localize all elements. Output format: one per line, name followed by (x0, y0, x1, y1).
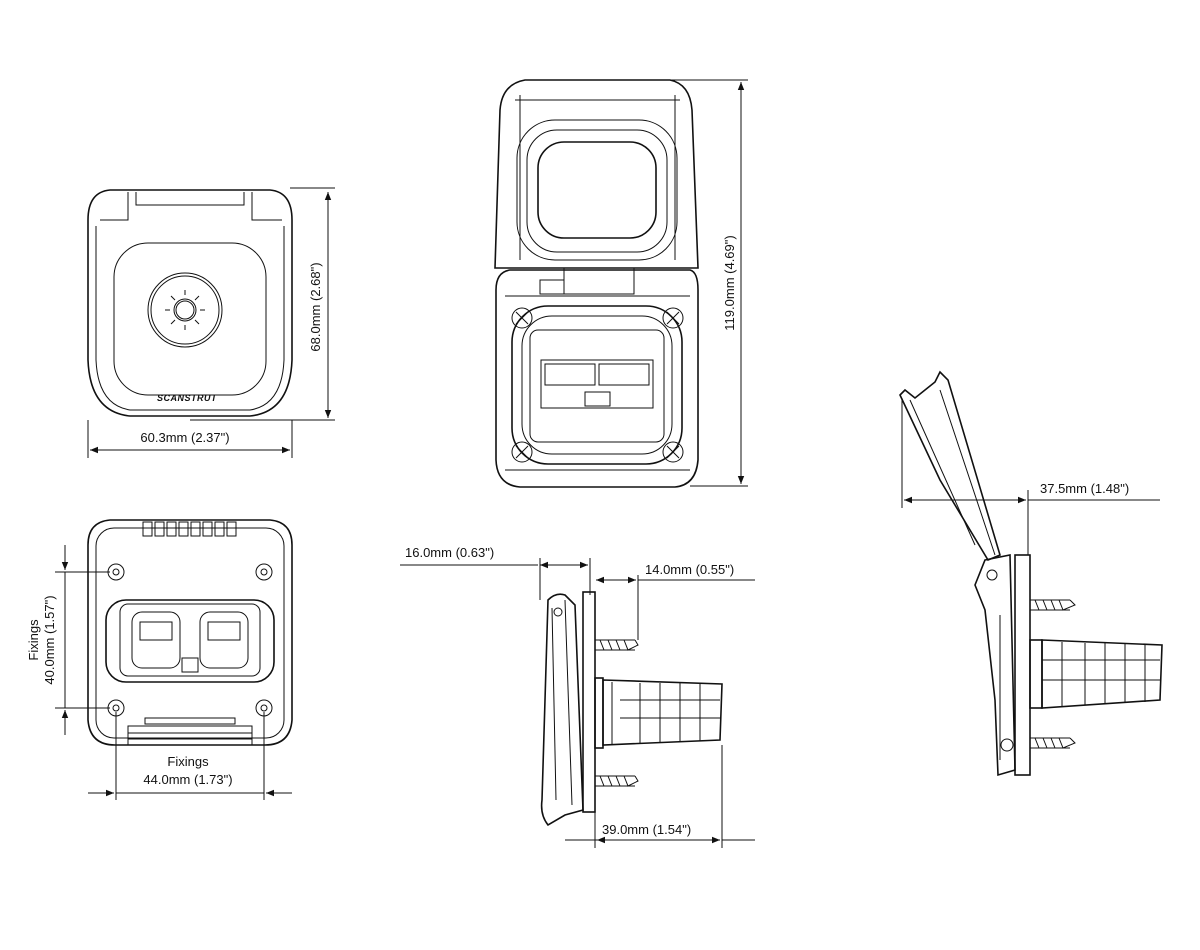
fixings-horizontal-title: Fixings (167, 754, 209, 769)
brand-logo: SCANSTRUT (157, 393, 218, 403)
rear-depth-label: 39.0mm (1.54") (602, 822, 691, 837)
fixings-horizontal-label: 44.0mm (1.73") (143, 772, 232, 787)
front-depth-label: 16.0mm (0.63") (405, 545, 494, 560)
lid-clearance-label: 37.5mm (1.48") (1040, 481, 1129, 496)
height-dimension-label: 68.0mm (2.68") (308, 262, 323, 351)
fixings-vertical-title: Fixings (26, 619, 41, 661)
screw-length-label: 14.0mm (0.55") (645, 562, 734, 577)
side-open-view: 37.5mm (1.48") (899, 370, 1163, 777)
front-closed-view: SCANSTRUT 68.0mm (2.68") 60.3mm (2.37") (87, 187, 335, 458)
width-dimension-label: 60.3mm (2.37") (140, 430, 229, 445)
fixings-vertical-label: 40.0mm (1.57") (42, 595, 57, 684)
front-open-view: 119.0mm (4.69") (494, 79, 748, 488)
rear-view: Fixings 40.0mm (1.57") Fixings 44.0mm (1… (26, 519, 293, 800)
open-height-dimension-label: 119.0mm (4.69") (722, 235, 737, 330)
side-view: 16.0mm (0.63") 14.0mm (0.55") 39.0mm (1.… (400, 545, 755, 848)
